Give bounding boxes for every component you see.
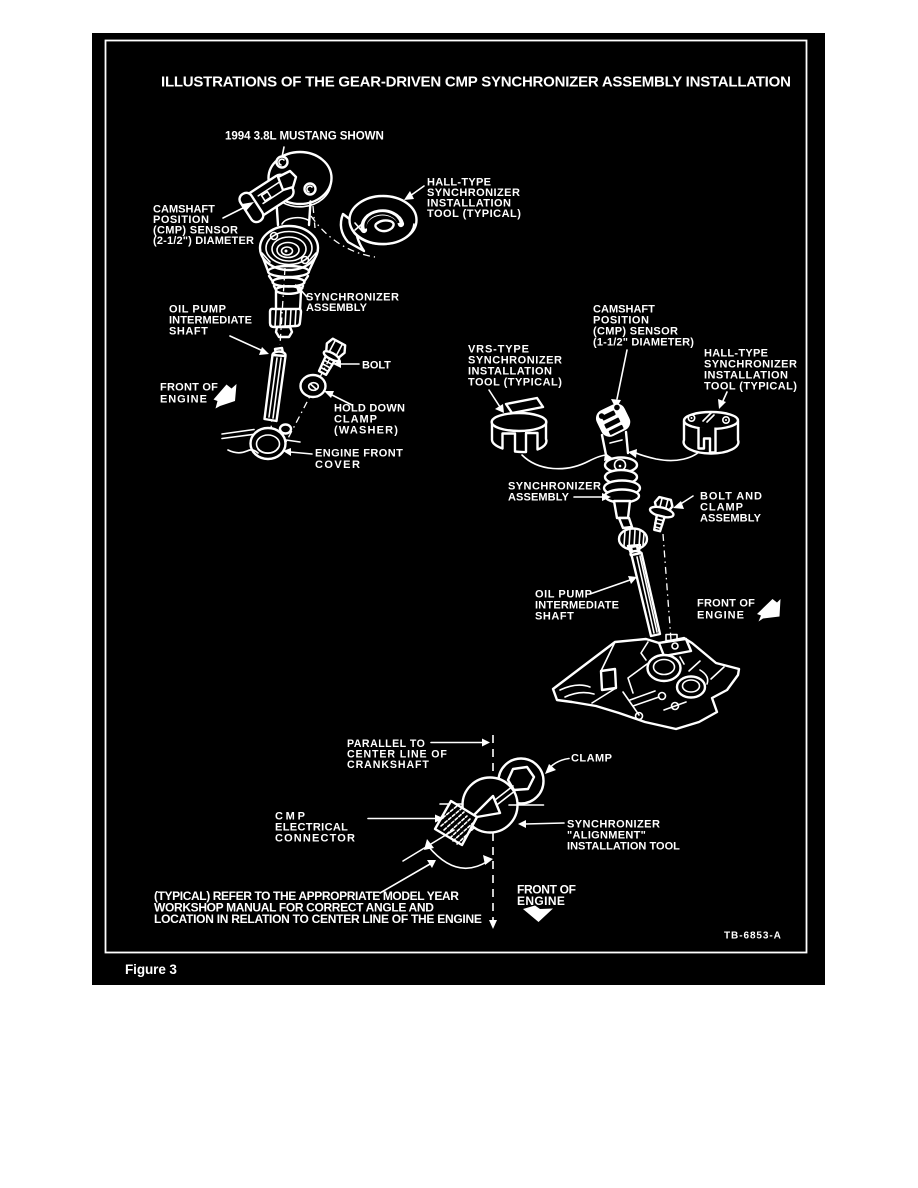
svg-text:CRANKSHAFT: CRANKSHAFT [347, 759, 429, 771]
svg-text:CLAMP: CLAMP [334, 414, 377, 426]
svg-text:ENGINE FRONT: ENGINE FRONT [315, 448, 403, 460]
svg-text:ENGINE: ENGINE [160, 394, 207, 406]
svg-text:SYNCHRONIZER: SYNCHRONIZER [567, 819, 660, 831]
svg-text:CAMSHAFT: CAMSHAFT [153, 204, 215, 216]
svg-text:(CMP) SENSOR: (CMP) SENSOR [153, 225, 238, 237]
svg-text:(WASHER): (WASHER) [334, 425, 398, 437]
svg-text:(TYPICAL) REFER TO THE APPROPR: (TYPICAL) REFER TO THE APPROPRIATE MODEL… [154, 889, 459, 903]
svg-text:SYNCHRONIZER: SYNCHRONIZER [468, 355, 562, 367]
svg-text:ASSEMBLY: ASSEMBLY [508, 492, 570, 504]
svg-text:BOLT AND: BOLT AND [700, 491, 762, 503]
svg-text:ENGINE: ENGINE [517, 894, 565, 908]
svg-text:TB-6853-A: TB-6853-A [724, 931, 781, 942]
svg-text:FRONT OF: FRONT OF [517, 883, 576, 897]
svg-text:CLAMP: CLAMP [571, 753, 612, 765]
svg-text:HALL-TYPE: HALL-TYPE [427, 177, 491, 189]
svg-text:CAMSHAFT: CAMSHAFT [593, 304, 655, 316]
svg-text:HALL-TYPE: HALL-TYPE [704, 348, 768, 360]
svg-text:(2-1/2") DIAMETER: (2-1/2") DIAMETER [153, 235, 254, 247]
svg-text:SYNCHRONIZER: SYNCHRONIZER [306, 292, 399, 304]
svg-text:"ALIGNMENT": "ALIGNMENT" [567, 830, 646, 842]
svg-text:FRONT OF: FRONT OF [160, 382, 218, 394]
svg-text:OIL PUMP: OIL PUMP [169, 304, 226, 316]
svg-text:TOOL (TYPICAL): TOOL (TYPICAL) [704, 381, 797, 393]
svg-text:WORKSHOP MANUAL FOR CORRECT AN: WORKSHOP MANUAL FOR CORRECT ANGLE AND [154, 901, 434, 915]
svg-text:SYNCHRONIZER: SYNCHRONIZER [508, 481, 601, 493]
svg-text:OIL PUMP: OIL PUMP [535, 589, 592, 601]
svg-text:SHAFT: SHAFT [535, 611, 574, 623]
svg-text:ASSEMBLY: ASSEMBLY [306, 302, 368, 314]
svg-text:INSTALLATION TOOL: INSTALLATION TOOL [567, 841, 680, 853]
svg-text:INSTALLATION: INSTALLATION [704, 370, 788, 382]
svg-text:SHAFT: SHAFT [169, 326, 208, 338]
svg-text:CONNECTOR: CONNECTOR [275, 833, 355, 845]
svg-text:VRS-TYPE: VRS-TYPE [468, 344, 529, 356]
svg-text:(CMP) SENSOR: (CMP) SENSOR [593, 326, 678, 338]
svg-text:INSTALLATION: INSTALLATION [468, 366, 552, 378]
svg-text:SYNCHRONIZER: SYNCHRONIZER [704, 359, 797, 371]
svg-text:LOCATION IN RELATION TO CENTER: LOCATION IN RELATION TO CENTER LINE OF T… [154, 912, 482, 926]
svg-text:POSITION: POSITION [593, 315, 649, 327]
svg-text:Figure 3: Figure 3 [125, 962, 177, 977]
svg-text:TOOL (TYPICAL): TOOL (TYPICAL) [468, 377, 562, 389]
svg-text:INSTALLATION: INSTALLATION [427, 198, 511, 210]
svg-text:PARALLEL TO: PARALLEL TO [347, 738, 425, 750]
svg-text:INTERMEDIATE: INTERMEDIATE [169, 315, 252, 327]
svg-text:1994 3.8L MUSTANG SHOWN: 1994 3.8L MUSTANG SHOWN [225, 130, 384, 143]
svg-text:ILLUSTRATIONS OF THE GEAR-DRIV: ILLUSTRATIONS OF THE GEAR-DRIVEN CMP SYN… [161, 74, 791, 91]
svg-text:BOLT: BOLT [362, 360, 391, 372]
svg-text:(1-1/2" DIAMETER): (1-1/2" DIAMETER) [593, 337, 694, 349]
svg-text:COVER: COVER [315, 459, 360, 471]
svg-text:INTERMEDIATE: INTERMEDIATE [535, 600, 619, 612]
svg-text:TOOL (TYPICAL): TOOL (TYPICAL) [427, 208, 521, 220]
svg-text:FRONT OF: FRONT OF [697, 598, 755, 610]
svg-text:CLAMP: CLAMP [700, 502, 743, 514]
svg-text:POSITION: POSITION [153, 214, 209, 226]
svg-text:ASSEMBLY: ASSEMBLY [700, 513, 762, 525]
svg-text:ELECTRICAL: ELECTRICAL [275, 822, 348, 834]
svg-text:CMP: CMP [275, 811, 305, 823]
svg-text:ENGINE: ENGINE [697, 610, 744, 622]
svg-text:SYNCHRONIZER: SYNCHRONIZER [427, 187, 520, 199]
svg-text:CENTER LINE OF: CENTER LINE OF [347, 749, 447, 761]
